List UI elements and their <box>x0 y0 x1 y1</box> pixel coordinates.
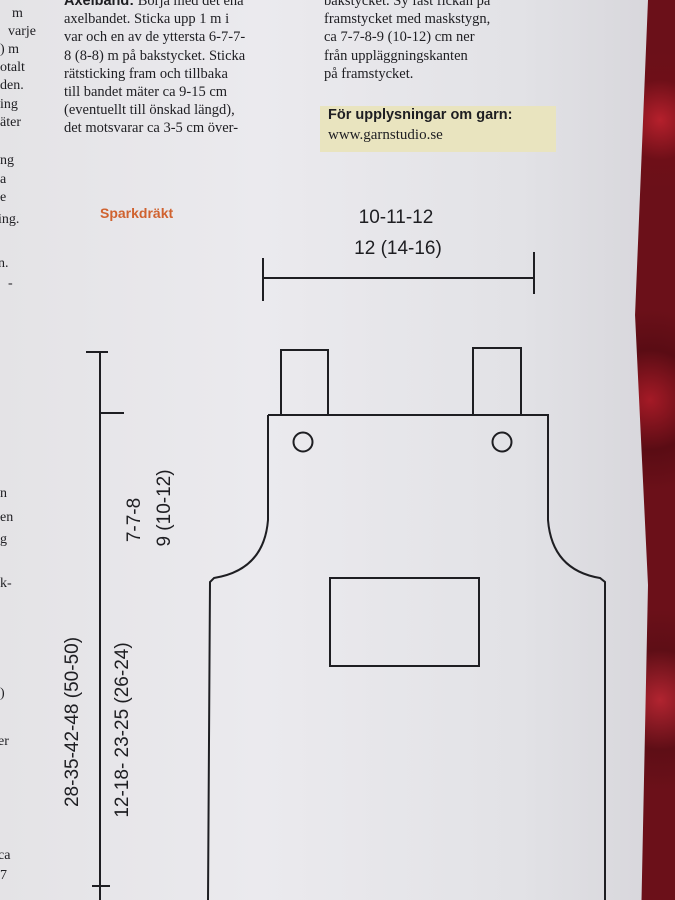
romper-outline <box>207 347 606 900</box>
body-outline <box>207 414 606 900</box>
right-strap <box>472 347 522 416</box>
fragment: a <box>0 172 7 187</box>
width-label-line1: 10-11-12 <box>359 207 434 228</box>
fragment: den. <box>0 78 24 93</box>
text-line: till bandet mäter ca 9-15 cm <box>64 84 228 101</box>
bib-height-line1: 7-7-8 <box>124 498 145 542</box>
fragment: ) <box>0 686 5 701</box>
fragment: m <box>12 6 23 21</box>
text-line: var och en av de yttersta 6-7-7- <box>64 29 246 46</box>
fragment: n <box>0 486 7 501</box>
yarn-info-box <box>320 106 556 152</box>
yarn-info-url[interactable]: www.garnstudio.se <box>328 127 443 143</box>
total-height-line1: 28-35-42-48 (50-50) <box>62 637 83 807</box>
total-height-line2: 12-18- 23-25 (26-24) <box>112 642 133 817</box>
fragment: er <box>0 734 9 749</box>
fragment: en <box>0 510 14 525</box>
fragment: ) m <box>0 42 20 57</box>
fragment: 7 <box>0 868 7 883</box>
text-line: bakstycket. Sy fast fickan på <box>324 0 491 9</box>
axelband-text: Axelband: Börja med det ena axelbandet. … <box>64 0 316 138</box>
width-label-line2: 12 (14-16) <box>354 238 442 259</box>
width-dimension <box>262 252 535 301</box>
axelband-heading: Axelband: <box>64 0 135 9</box>
fragment: n. <box>0 256 9 271</box>
left-column-fragments: m varje ) m otalt den. ing äter ng a e i… <box>0 0 50 900</box>
text-line: ca 7-7-8-9 (10-12) cm ner <box>324 29 475 46</box>
fragment: e <box>0 190 7 205</box>
height-dimension <box>86 351 124 900</box>
text-line: det motsvarar ca 3-5 cm över- <box>64 120 239 137</box>
text-line: (eventuellt till önskad längd), <box>64 102 235 119</box>
fragment: ing <box>0 97 18 112</box>
left-button <box>292 431 314 453</box>
text-line: på framstycket. <box>324 65 414 82</box>
left-strap <box>280 349 329 416</box>
pocket-text: bakstycket. Sy fast fickan på framstycke… <box>324 0 604 83</box>
fragment: g <box>0 532 7 547</box>
text-line: rätsticking fram och tillbaka <box>64 65 228 82</box>
fragment: äter <box>0 115 21 130</box>
text-line: framstycket med maskstygn, <box>324 11 491 28</box>
fragment: varje <box>8 24 36 39</box>
fragment: k- <box>0 576 12 591</box>
pocket <box>329 577 480 667</box>
text-line: axelbandet. Sticka upp 1 m i <box>64 11 230 28</box>
right-button <box>491 431 513 453</box>
text-line: från uppläggningskanten <box>324 47 468 64</box>
fragment: otalt <box>0 60 25 75</box>
fragment: - <box>8 276 13 291</box>
diagram-title: Sparkdräkt <box>100 205 174 221</box>
fragment: ing. <box>0 212 20 227</box>
yarn-info-title: För upplysningar om garn: <box>328 107 513 123</box>
text-line: Börja med det ena <box>134 0 244 9</box>
fragment: ng <box>0 153 14 168</box>
fragment: ca <box>0 848 11 863</box>
bib-height-line2: 9 (10-12) <box>154 469 175 546</box>
text-line: 8 (8-8) m på bakstycket. Sticka <box>64 47 246 64</box>
